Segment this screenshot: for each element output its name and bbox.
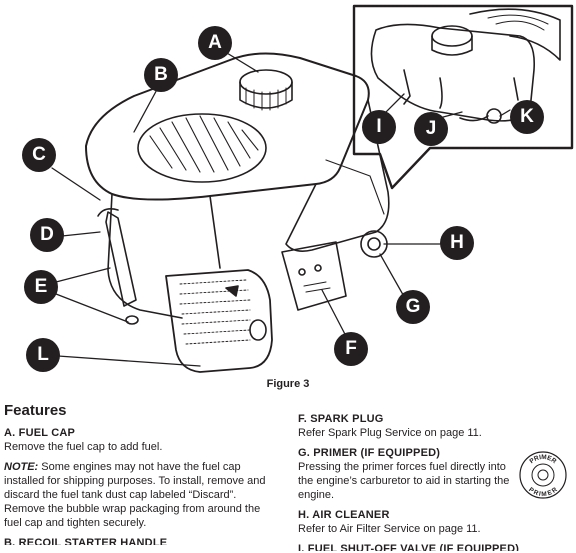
- callout-f: F: [334, 332, 368, 366]
- inset-detail: [354, 6, 572, 188]
- recoil-starter-title: B. RECOIL STARTER HANDLE: [4, 536, 276, 545]
- fuel-cap-desc: Remove the fuel cap to add fuel.: [4, 440, 276, 454]
- callout-d: D: [30, 218, 64, 252]
- callout-i: I: [362, 110, 396, 144]
- callout-a: A: [198, 26, 232, 60]
- callout-e: E: [24, 270, 58, 304]
- callout-b: B: [144, 58, 178, 92]
- primer-badge-icon: PRIMER PRIMER: [518, 450, 568, 500]
- engine-body: [86, 53, 389, 372]
- fuel-cap-note: NOTE: Some engines may not have the fuel…: [4, 460, 276, 530]
- fuel-cap-title: A. FUEL CAP: [4, 426, 276, 440]
- figure-caption: Figure 3: [0, 378, 576, 390]
- features-left-column: Features A. FUEL CAP Remove the fuel cap…: [4, 400, 276, 545]
- callout-j: J: [414, 112, 448, 146]
- spark-plug-title: F. SPARK PLUG: [298, 412, 512, 426]
- air-cleaner-title: H. AIR CLEANER: [298, 508, 512, 522]
- note-text: Some engines may not have the fuel cap i…: [4, 461, 266, 529]
- engine-figure: A B C D E F G H I J K L: [0, 0, 576, 380]
- callout-c: C: [22, 138, 56, 172]
- note-label: NOTE:: [4, 461, 38, 473]
- primer-desc: Pressing the primer forces fuel directly…: [298, 460, 512, 502]
- engine-illustration: [0, 0, 576, 380]
- callout-k: K: [510, 100, 544, 134]
- fuel-shutoff-title: I. FUEL SHUT-OFF VALVE (IF EQUIPPED): [298, 542, 558, 551]
- spark-plug-desc: Refer Spark Plug Service on page 11.: [298, 426, 512, 440]
- primer-title: G. PRIMER (IF EQUIPPED): [298, 446, 512, 460]
- features-heading: Features: [4, 402, 276, 420]
- air-cleaner-desc: Refer to Air Filter Service on page 11.: [298, 522, 512, 536]
- features-right-column: F. SPARK PLUG Refer Spark Plug Service o…: [298, 412, 512, 551]
- callout-h: H: [440, 226, 474, 260]
- callout-l: L: [26, 338, 60, 372]
- callout-g: G: [396, 290, 430, 324]
